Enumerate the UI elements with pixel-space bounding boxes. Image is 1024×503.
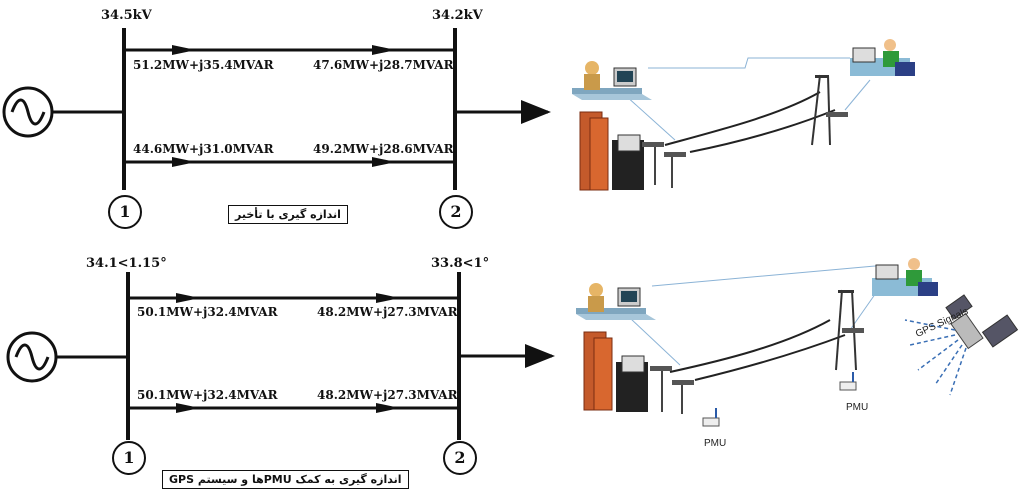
top-caption: اندازه گیری با تأخیر bbox=[228, 205, 348, 224]
gps-satellite bbox=[945, 294, 1019, 350]
pmu-device-2 bbox=[839, 372, 857, 391]
pmu-device-1 bbox=[702, 408, 720, 427]
top-line2-recv-flow: 49.2MW+j28.6MVAR bbox=[313, 142, 454, 156]
bottom-line1-recv-flow: 48.2MW+j27.3MVAR bbox=[317, 305, 458, 319]
top-line1-recv-flow: 47.6MW+j28.7MVAR bbox=[313, 58, 454, 72]
gps-signal-rays bbox=[904, 319, 967, 396]
bottom-bus2-number: 2 bbox=[443, 441, 477, 475]
bottom-caption: اندازه گیری به کمک PMUها و سیستم GPS bbox=[162, 470, 409, 489]
bottom-line2-recv-flow: 48.2MW+j27.3MVAR bbox=[317, 388, 458, 402]
top-bus1-voltage: 34.5kV bbox=[101, 8, 152, 23]
top-line2-send-flow: 44.6MW+j31.0MVAR bbox=[133, 142, 274, 156]
top-illustration bbox=[572, 39, 915, 191]
bottom-line1-send-flow: 50.1MW+j32.4MVAR bbox=[137, 305, 278, 319]
bottom-generator bbox=[6, 331, 128, 383]
pmu-label-2: PMU bbox=[846, 402, 869, 413]
top-bus2-number: 2 bbox=[439, 195, 473, 229]
top-bus2-voltage: 34.2kV bbox=[432, 8, 483, 23]
bottom-bus1-voltage: 34.1<1.15° bbox=[86, 256, 167, 271]
bottom-bus2-voltage: 33.8<1° bbox=[431, 256, 490, 271]
top-generator bbox=[2, 86, 124, 138]
bottom-illustration bbox=[576, 258, 1019, 427]
pmu-label-1: PMU bbox=[704, 438, 727, 449]
top-line1-send-flow: 51.2MW+j35.4MVAR bbox=[133, 58, 274, 72]
top-bus1-number: 1 bbox=[108, 195, 142, 229]
bottom-bus1-number: 1 bbox=[112, 441, 146, 475]
bottom-line2-send-flow: 50.1MW+j32.4MVAR bbox=[137, 388, 278, 402]
